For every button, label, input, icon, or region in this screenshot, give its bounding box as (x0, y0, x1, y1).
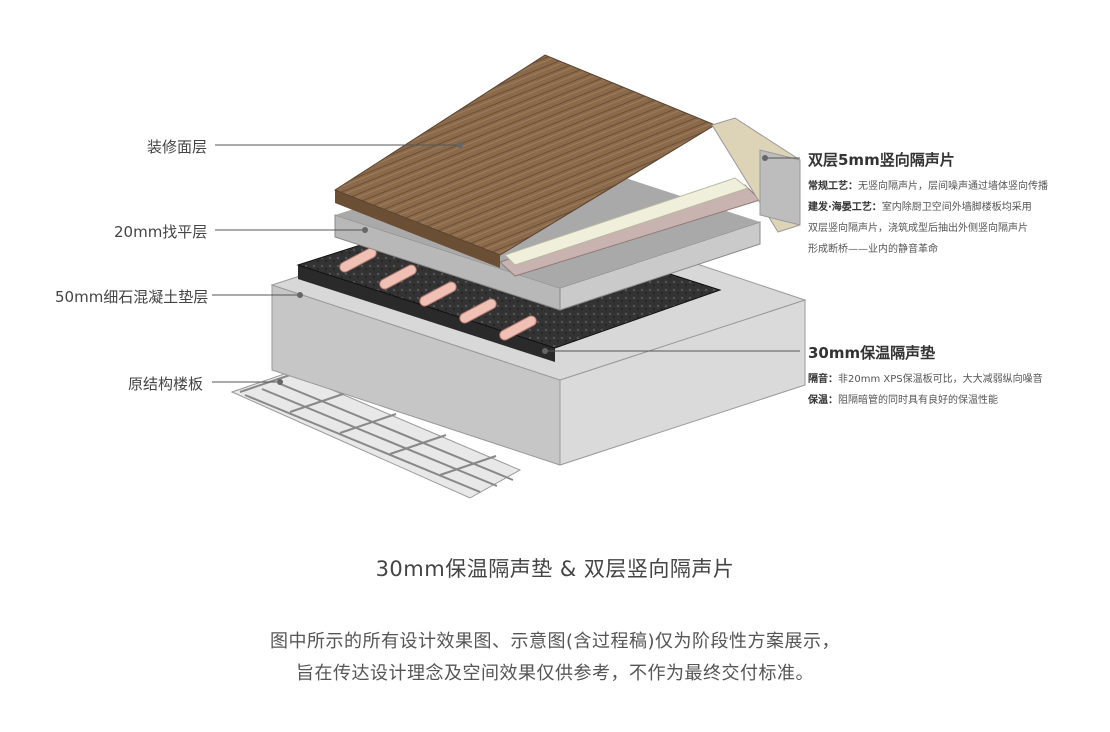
note-key: 隔音： (808, 374, 838, 385)
note-conventional: 常规工艺：无竖向隔声片，层间噪声通过墙体竖向传播 (808, 180, 1048, 194)
note-text: 阻隔暗管的同时具有良好的保温性能 (838, 395, 998, 406)
vertical-acoustic-strip (711, 117, 801, 233)
diagram-caption: 30mm保温隔声垫 & 双层竖向隔声片 (375, 557, 735, 581)
heating-pipes (339, 247, 537, 341)
leader-dots (277, 142, 768, 385)
note-text: 室内除厨卫空间外墙脚楼板均采用 (881, 202, 1032, 213)
note-key: 保温： (808, 395, 838, 406)
note-text: 无竖向隔声片，层间噪声通过墙体竖向传播 (858, 181, 1048, 192)
rebar-mesh (230, 371, 522, 499)
title-insulation-mat: 30mm保温隔声垫 (808, 344, 936, 362)
title-vertical-strip: 双层5mm竖向隔声片 (808, 151, 955, 169)
leader-lines (212, 144, 800, 383)
note-key: 建发·海晏工艺： (808, 202, 882, 213)
note-sound: 隔音：非20mm XPS保温板可比，大大减弱纵向噪音 (808, 373, 1043, 387)
label-concrete-layer: 50mm细石混凝土垫层 (55, 288, 209, 306)
note-line3: 双层竖向隔声片，浇筑成型后抽出外侧竖向隔声片 (808, 223, 1028, 234)
disclaimer-line-2: 旨在传达设计理念及空间效果仅供参考，不作为最终交付标准。 (296, 663, 814, 684)
note-text: 非20mm XPS保温板可比，大大减弱纵向噪音 (838, 374, 1043, 385)
note-line4: 形成断桥——业内的静音革命 (808, 244, 938, 255)
label-structural-slab: 原结构楼板 (128, 375, 204, 393)
note-key: 常规工艺： (808, 181, 858, 192)
disclaimer-line-1: 图中所示的所有设计效果图、示意图(含过程稿)仅为阶段性方案展示， (269, 631, 841, 652)
note-thermal: 保温：阻隔暗管的同时具有良好的保温性能 (808, 394, 998, 408)
label-screed-layer: 20mm找平层 (114, 223, 208, 241)
note-haiyan: 建发·海晏工艺：室内除厨卫空间外墙脚楼板均采用 (808, 201, 1032, 215)
label-finish-layer: 装修面层 (147, 138, 208, 156)
